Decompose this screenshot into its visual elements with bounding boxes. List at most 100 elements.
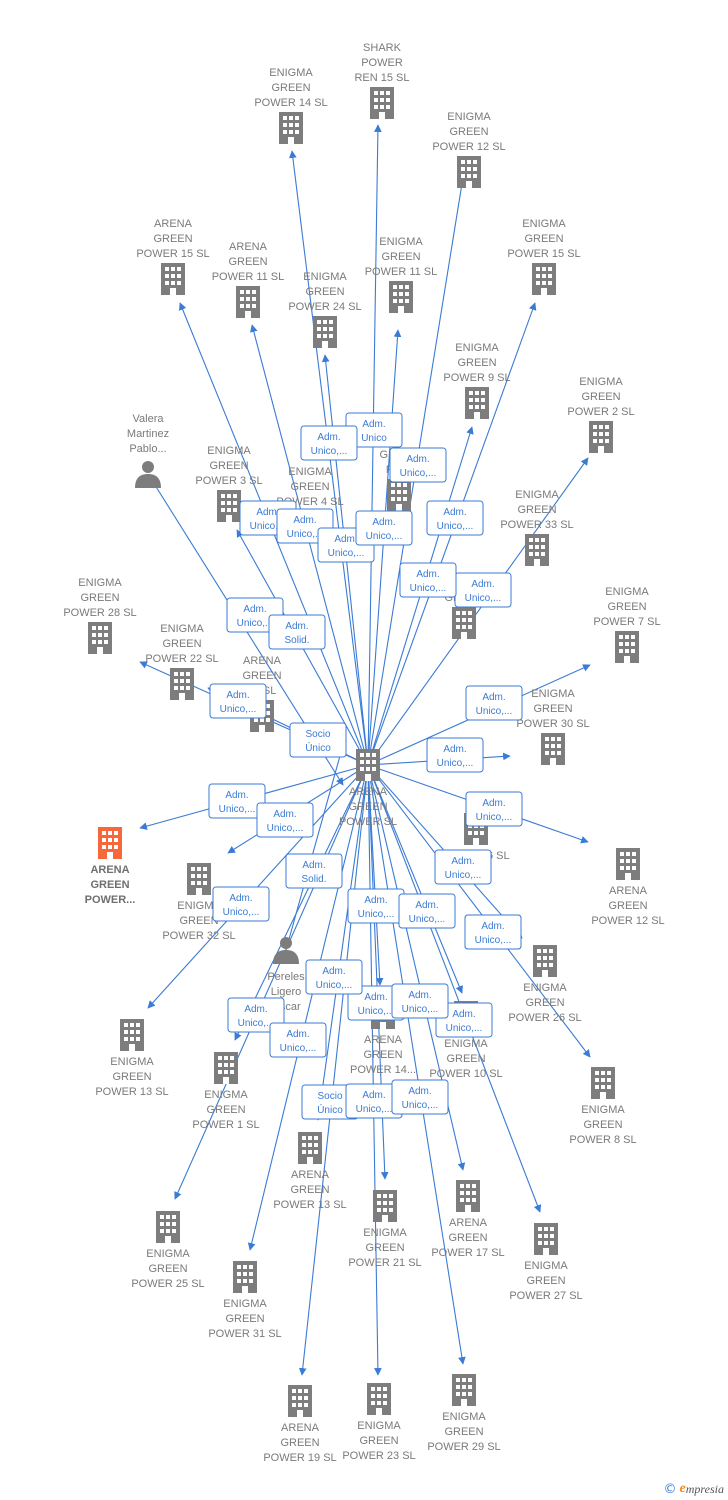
edge-label[interactable]: Adm.Unico,... [305, 959, 363, 995]
person-node[interactable]: ValeraMartinezPablo... [127, 413, 169, 488]
edge-label-text: Adm. [372, 517, 395, 528]
edge-line [367, 764, 591, 1058]
edge-label-text: Adm. [225, 790, 248, 801]
node-label: ENIGMA [581, 1104, 625, 1116]
node-label: POWER 25 SL [131, 1278, 204, 1290]
edge-label[interactable]: Adm.Unico,... [391, 1079, 449, 1115]
edge-label[interactable]: Adm.Unico,... [208, 783, 266, 819]
edge-label[interactable]: Adm.Unico,... [465, 685, 523, 721]
edge-label[interactable]: Adm.Unico,... [435, 1002, 493, 1038]
node-label: ENIGMA [379, 236, 423, 248]
edge-label[interactable]: Adm.Unico,... [345, 1083, 403, 1119]
node-label: GREEN [280, 1437, 319, 1449]
edge-label[interactable]: Adm.Unico,... [212, 886, 270, 922]
edge-label-text: Unico,... [223, 907, 260, 918]
edge-label[interactable]: Adm.Unico,... [355, 510, 413, 546]
edge-label[interactable]: Adm.Unico,... [398, 893, 456, 929]
edge-label[interactable]: Adm.Unico,... [399, 562, 457, 598]
edge-label-text: Unico,... [476, 812, 513, 823]
building-icon [156, 1211, 180, 1243]
edge-label[interactable]: Adm.Unico,... [209, 683, 267, 719]
edge-label-text: Adm. [364, 992, 387, 1003]
edge-label[interactable]: Adm.Unico,... [426, 737, 484, 773]
edge-label[interactable]: Adm.Unico,... [347, 888, 405, 924]
node-label: ARENA [449, 1217, 488, 1229]
edge-label[interactable]: Adm.Unico,... [465, 791, 523, 827]
edge-label[interactable]: Adm.Unico,... [391, 983, 449, 1019]
node-label: ENIGMA [523, 982, 567, 994]
edge-label-text: Socio [305, 729, 330, 740]
edge-label[interactable]: Adm.Unico,... [454, 572, 512, 608]
edge-label-box [434, 849, 492, 885]
edge-label-box [227, 997, 285, 1033]
building-icon [452, 607, 476, 639]
edge-label-text: Unico,... [437, 758, 474, 769]
edge-label[interactable]: Adm.Unico,... [426, 500, 484, 536]
edge-label-text: Unico,... [267, 823, 304, 834]
node-label: GREEN [581, 391, 620, 403]
node-label: POWER 33 SL [500, 519, 573, 531]
edge-label-text: Adm. [471, 579, 494, 590]
edge-label-box [465, 685, 523, 721]
edge-label[interactable]: Adm.Solid. [285, 853, 343, 889]
edge-label-text: Unico,... [220, 704, 257, 715]
node-label: GREEN [242, 670, 281, 682]
node-label: POWER 28 SL [63, 607, 136, 619]
edge-label[interactable]: Adm.Unico,... [227, 997, 285, 1033]
node-label: ARENA [364, 1034, 403, 1046]
edge-label[interactable]: Adm.Unico,... [434, 849, 492, 885]
edge-label-box [305, 959, 363, 995]
edge-label[interactable]: Adm.Solid. [268, 614, 326, 650]
edge-label[interactable]: Adm.Unico,... [389, 447, 447, 483]
node-label: GREEN [348, 801, 387, 813]
edge-label[interactable]: Adm.Unico,... [300, 425, 358, 461]
edge-label[interactable]: Adm.Unico [345, 412, 403, 448]
node-label: GREEN [457, 357, 496, 369]
edge-label-text: Adm. [334, 534, 357, 545]
node-label: Valera [133, 413, 165, 425]
company-node[interactable]: ARENAGREENPOWER... [85, 827, 136, 906]
edge-label[interactable]: Adm.Unico,... [464, 914, 522, 950]
edge-label[interactable]: Adm.Unico,... [347, 985, 405, 1021]
edge-label-text: Solid. [301, 874, 326, 885]
edge-label[interactable]: Adm.Unico,... [269, 1022, 327, 1058]
building-icon [88, 622, 112, 654]
edge-label[interactable]: Adm.Unico,... [256, 802, 314, 838]
edge-label-text: Unico,... [250, 521, 287, 532]
